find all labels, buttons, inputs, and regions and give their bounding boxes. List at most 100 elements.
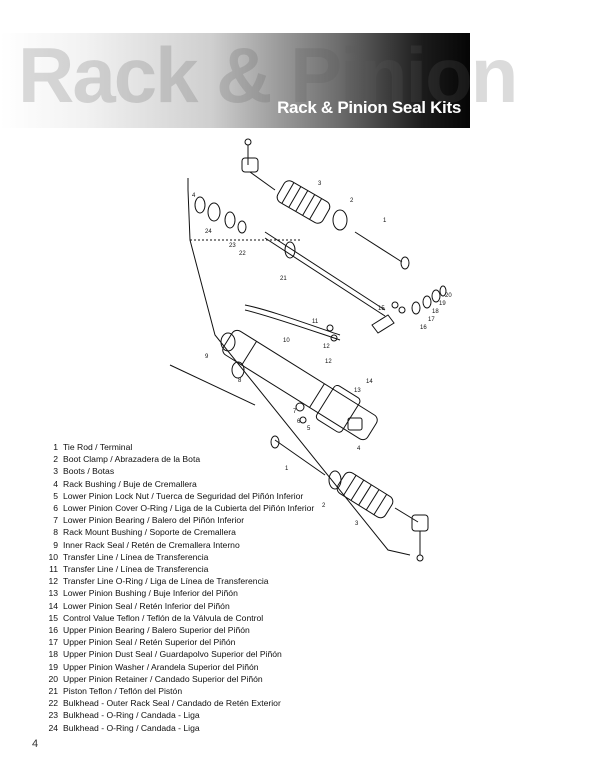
- list-item: 23 Bulkhead - O-Ring / Candada - Liga: [40, 709, 314, 721]
- part-number: 22: [48, 698, 58, 709]
- list-item: 21 Piston Teflon / Teflón del Pistón: [40, 685, 314, 697]
- callout-5: 5: [307, 426, 311, 432]
- header-band: [0, 33, 470, 128]
- callout-14: 14: [366, 379, 373, 385]
- list-item: 8 Rack Mount Bushing / Soporte de Cremall…: [40, 526, 314, 538]
- callout-1-lower: 1: [285, 466, 289, 472]
- list-item: 15 Control Value Teflon / Teflón de la Vá…: [40, 612, 314, 624]
- part-label: Lower Pinion Seal / Retén Inferior del P…: [63, 600, 230, 611]
- page-title: Rack & Pinion Seal Kits: [277, 98, 461, 117]
- callout-1-upper: 1: [383, 218, 387, 224]
- exploded-parts-diagram: 3 2 1 4 24 23 22 21 20 19 18 17 16 15 14…: [169, 138, 452, 562]
- callout-9: 9: [205, 354, 209, 360]
- part-number: 24: [48, 722, 58, 733]
- part-number: 8: [53, 527, 58, 538]
- part-label: Bulkhead - O-Ring / Candada - Liga: [63, 710, 200, 721]
- part-label: Bulkhead - Outer Rack Seal / Candado de …: [63, 698, 281, 709]
- part-label: Lower Pinion Cover O-Ring / Liga de la C…: [63, 503, 315, 514]
- list-item: 7 Lower Pinion Bearing / Balero del Piñón…: [40, 514, 314, 526]
- callout-19: 19: [439, 301, 446, 307]
- callout-6: 6: [297, 419, 301, 425]
- list-item: 11 Transfer Line / Línea de Transferencia: [40, 563, 314, 575]
- list-item: 19 Upper Pinion Washer / Arandela Superio…: [40, 661, 314, 673]
- list-item: 5 Lower Pinion Lock Nut / Tuerca de Segur…: [40, 490, 314, 502]
- part-number: 19: [48, 661, 58, 672]
- callout-2-upper: 2: [350, 198, 354, 204]
- list-item: 10 Transfer Line / Línea de Transferencia: [40, 551, 314, 563]
- part-number: 15: [48, 612, 58, 623]
- header-watermark: Rack & Pinion: [18, 31, 518, 119]
- part-label: Transfer Line / Línea de Transferencia: [63, 564, 209, 575]
- list-item: 4 Rack Bushing / Buje de Cremallera: [40, 478, 314, 490]
- part-label: Upper Pinion Bearing / Balero Superior d…: [63, 625, 250, 636]
- callout-4-upper: 4: [192, 193, 196, 199]
- part-label: Rack Mount Bushing / Soporte de Cremalle…: [63, 527, 236, 538]
- part-number: 17: [48, 637, 58, 648]
- part-number: 18: [48, 649, 58, 660]
- callout-4-lower: 4: [357, 446, 361, 452]
- part-number: 3: [53, 466, 58, 477]
- part-label: Control Value Teflon / Teflón de la Válv…: [63, 612, 264, 623]
- callout-18: 18: [432, 309, 439, 315]
- part-number: 13: [48, 588, 58, 599]
- part-label: Upper Pinion Dust Seal / Guardapolvo Sup…: [63, 649, 282, 660]
- part-label: Transfer Line O-Ring / Liga de Línea de …: [63, 576, 269, 587]
- callout-16: 16: [420, 325, 427, 331]
- callout-15: 15: [378, 306, 385, 312]
- part-number: 16: [48, 625, 58, 636]
- callout-21: 21: [280, 276, 287, 282]
- callout-2-lower: 2: [322, 503, 326, 509]
- list-item: 13 Lower Pinion Bushing / Buje Inferior d…: [40, 587, 314, 599]
- part-label: Transfer Line / Línea de Transferencia: [63, 551, 209, 562]
- callout-23: 23: [229, 243, 236, 249]
- callout-3-lower: 3: [355, 521, 359, 527]
- list-item: 14 Lower Pinion Seal / Retén Inferior del…: [40, 600, 314, 612]
- list-item: 12 Transfer Line O-Ring / Liga de Línea d…: [40, 575, 314, 587]
- list-item: 2 Boot Clamp / Abrazadera de la Bota: [40, 453, 314, 465]
- part-label: Lower Pinion Lock Nut / Tuerca de Seguri…: [63, 490, 304, 501]
- callout-13: 13: [354, 388, 361, 394]
- part-label: Boots / Botas: [63, 466, 115, 477]
- part-label: Lower Pinion Bearing / Balero del Piñón …: [63, 515, 245, 526]
- part-label: Piston Teflon / Teflón del Pistón: [63, 686, 183, 697]
- list-item: 16 Upper Pinion Bearing / Balero Superior…: [40, 624, 314, 636]
- part-label: Upper Pinion Seal / Retén Superior del P…: [63, 637, 236, 648]
- parts-list: 1 Tie Rod / Terminal 2 Boot Clamp / Abrazad…: [40, 441, 314, 734]
- part-number: 5: [53, 490, 58, 501]
- part-number: 7: [53, 515, 58, 526]
- part-number: 20: [48, 673, 58, 684]
- part-number: 1: [53, 442, 58, 452]
- callout-3-upper: 3: [318, 181, 322, 187]
- part-label: Upper Pinion Retainer / Candado Superior…: [63, 673, 263, 684]
- part-label: Rack Bushing / Buje de Cremallera: [63, 478, 197, 489]
- callout-22: 22: [239, 251, 246, 257]
- part-number: 14: [48, 600, 58, 611]
- list-item: 3 Boots / Botas: [40, 465, 314, 477]
- part-label: Upper Pinion Washer / Arandela Superior …: [63, 661, 259, 672]
- part-number: 9: [53, 539, 58, 550]
- part-number: 10: [48, 551, 58, 562]
- list-item: 1 Tie Rod / Terminal: [40, 441, 314, 453]
- part-number: 23: [48, 710, 58, 721]
- part-label: Inner Rack Seal / Retén de Cremallera In…: [63, 539, 240, 550]
- callout-12: 12: [325, 359, 332, 365]
- callout-24: 24: [205, 229, 212, 235]
- part-label: Boot Clamp / Abrazadera de la Bota: [63, 454, 201, 465]
- part-number: 2: [53, 454, 58, 465]
- part-number: 12: [48, 576, 58, 587]
- page-number: 4: [32, 738, 39, 750]
- callout-12b: 12: [323, 344, 330, 350]
- callout-17: 17: [428, 317, 435, 323]
- list-item: 18 Upper Pinion Dust Seal / Guardapolvo S…: [40, 648, 314, 660]
- callout-8: 8: [238, 378, 242, 384]
- callout-11: 11: [312, 319, 319, 325]
- list-item: 9 Inner Rack Seal / Retén de Cremallera I…: [40, 539, 314, 551]
- part-label: Lower Pinion Bushing / Buje Inferior del…: [63, 588, 238, 599]
- part-number: 4: [53, 478, 58, 489]
- callout-7: 7: [293, 409, 297, 415]
- part-number: 11: [49, 564, 58, 575]
- part-label: Tie Rod / Terminal: [63, 442, 133, 452]
- part-number: 21: [48, 686, 58, 697]
